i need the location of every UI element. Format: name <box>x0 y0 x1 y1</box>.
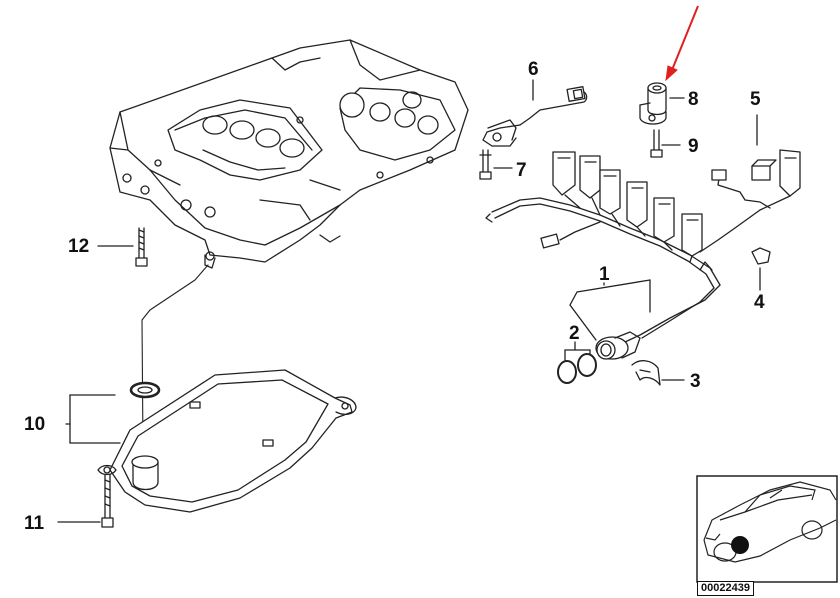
label-1: 1 <box>599 264 610 285</box>
label-11: 11 <box>24 513 45 534</box>
sensor-6 <box>482 79 588 147</box>
sensor-8 <box>639 82 685 125</box>
highlight-arrow <box>665 5 699 82</box>
label-2: 2 <box>569 323 580 344</box>
bolt-9 <box>650 129 681 158</box>
label-9: 9 <box>688 136 699 157</box>
bolt-12 <box>97 227 148 267</box>
label-10: 10 <box>24 414 46 435</box>
bolt-7 <box>479 149 513 180</box>
wiring-harness <box>485 149 801 360</box>
label-3: 3 <box>690 371 701 392</box>
o-rings <box>557 341 597 384</box>
clip-3 <box>631 360 685 386</box>
reference-code: 00022439 <box>697 581 754 596</box>
car-inset <box>696 475 838 583</box>
oil-filter <box>97 369 357 513</box>
bolt-11 <box>57 474 114 528</box>
label-5: 5 <box>750 89 761 110</box>
label-8: 8 <box>688 89 699 110</box>
label-6: 6 <box>528 59 539 80</box>
valve-body <box>109 39 469 269</box>
label-4: 4 <box>754 292 765 313</box>
label-12: 12 <box>68 236 90 257</box>
seal-ring <box>129 381 161 399</box>
label-7: 7 <box>516 160 527 181</box>
clip-4 <box>751 247 771 291</box>
